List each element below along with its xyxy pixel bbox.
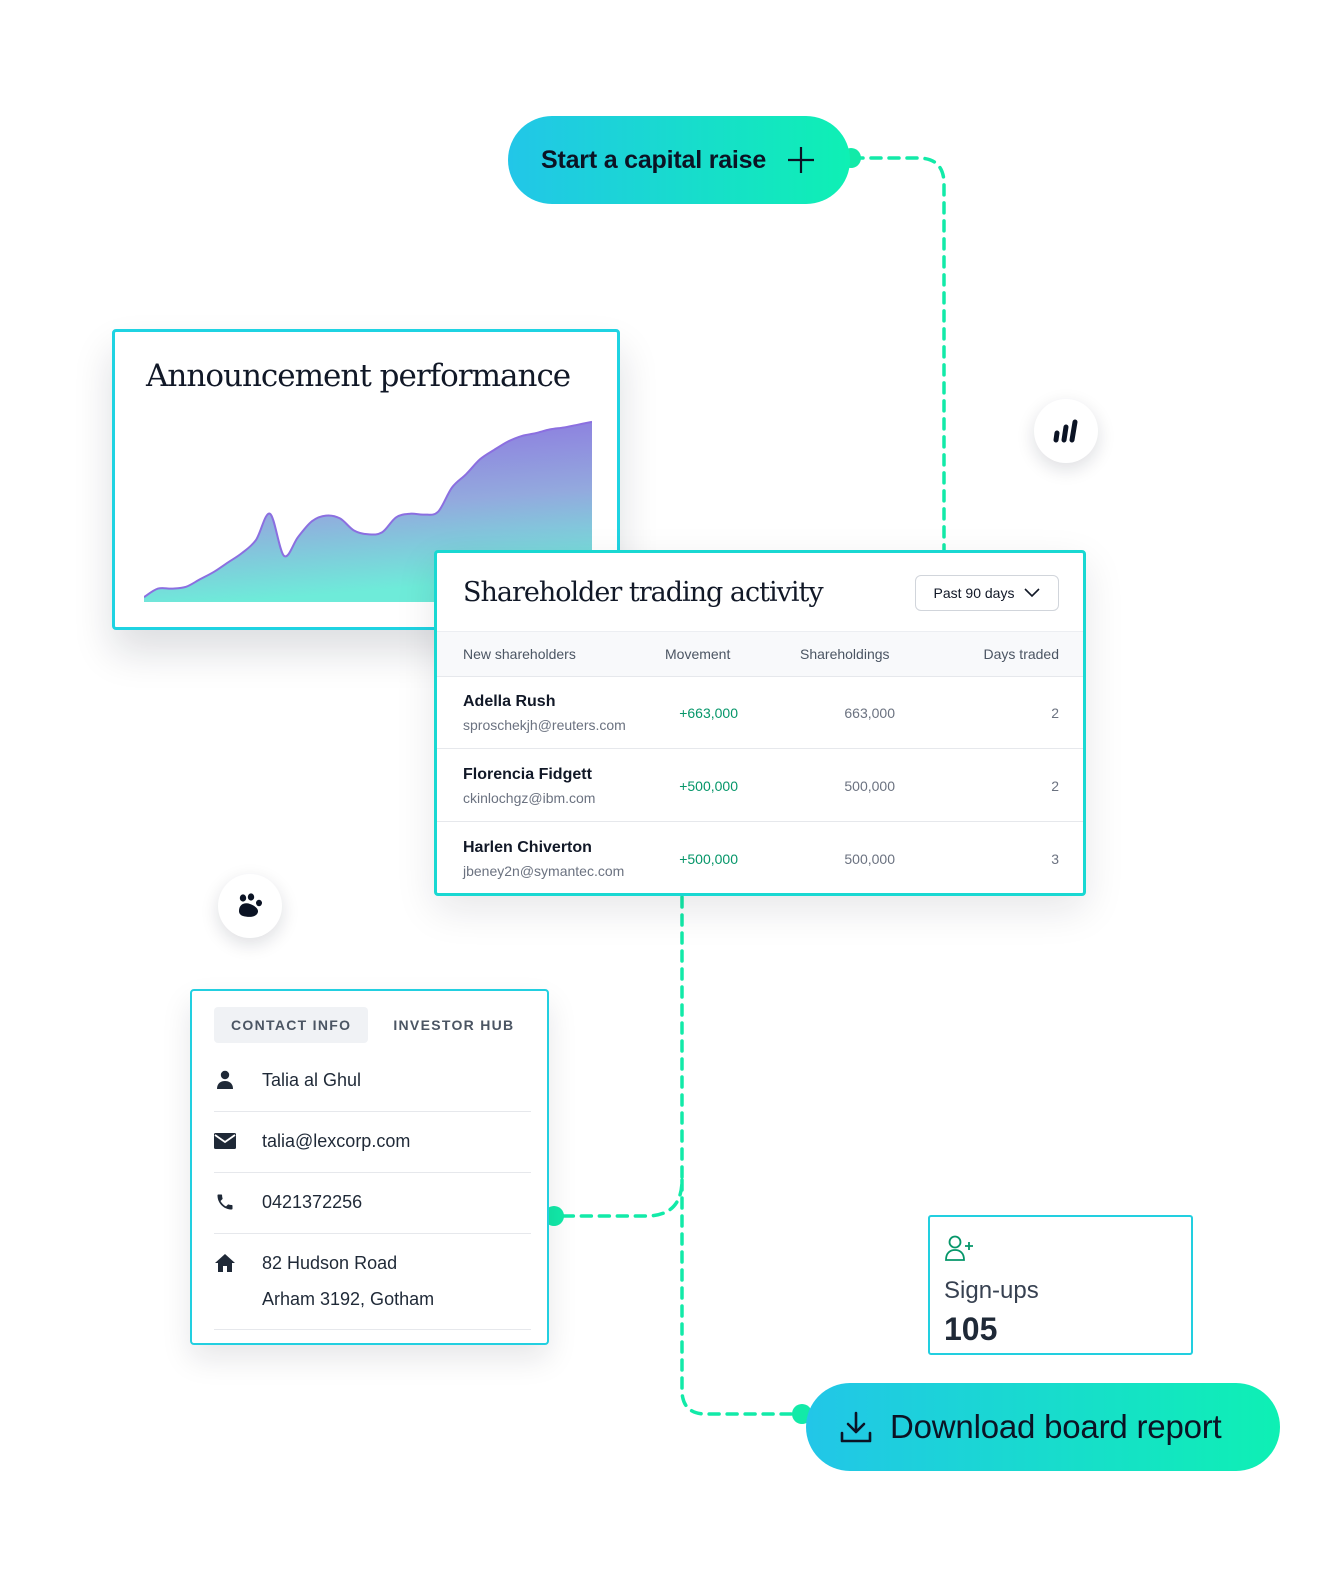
shareholder-name: Harlen Chiverton <box>463 839 592 856</box>
contact-info-card: CONTACT INFO INVESTOR HUB Talia al Ghul … <box>190 989 549 1345</box>
tab-investor-hub[interactable]: INVESTOR HUB <box>393 1017 515 1033</box>
start-capital-raise-button[interactable]: Start a capital raise <box>508 116 850 204</box>
signups-label: Sign-ups <box>944 1277 1039 1304</box>
period-dropdown[interactable]: Past 90 days <box>915 575 1059 611</box>
contact-address-row: 82 Hudson Road Arham 3192, Gotham <box>214 1234 531 1330</box>
contact-phone-row: 0421372256 <box>214 1173 531 1234</box>
contact-email-row: talia@lexcorp.com <box>214 1112 531 1173</box>
period-dropdown-label: Past 90 days <box>933 585 1015 601</box>
contact-email[interactable]: talia@lexcorp.com <box>262 1131 411 1151</box>
contact-name-row: Talia al Ghul <box>214 1051 531 1112</box>
column-shareholdings[interactable]: Shareholdings <box>800 646 890 662</box>
table-header: New shareholders Movement Shareholdings … <box>437 631 1083 677</box>
contact-phone[interactable]: 0421372256 <box>262 1192 363 1212</box>
signups-value: 105 <box>944 1311 998 1347</box>
shareholdings-value: 500,000 <box>844 851 895 867</box>
shareholder-email: sproschekjh@reuters.com <box>463 717 626 733</box>
download-board-report-label: Download board report <box>890 1408 1222 1445</box>
contact-tabs: CONTACT INFO INVESTOR HUB <box>214 1007 531 1043</box>
shareholder-name: Florencia Fidgett <box>463 766 592 783</box>
chart-line <box>144 420 592 598</box>
column-new-shareholders[interactable]: New shareholders <box>463 646 576 662</box>
shareholder-trading-card: Shareholder trading activity Past 90 day… <box>434 550 1086 896</box>
chevron-down-icon <box>1024 588 1041 598</box>
download-board-report-button[interactable]: Download board report <box>806 1383 1280 1471</box>
contact-name: Talia al Ghul <box>262 1070 362 1090</box>
mail-icon <box>214 1130 236 1152</box>
shareholdings-value: 500,000 <box>844 778 895 794</box>
signups-card: Sign-ups 105 <box>928 1215 1193 1355</box>
contact-address-line1: 82 Hudson Road <box>262 1253 398 1273</box>
days-traded-value: 3 <box>1051 851 1059 867</box>
movement-value: +500,000 <box>679 778 738 794</box>
contact-address-line2: Arham 3192, Gotham <box>262 1289 435 1309</box>
table-row[interactable]: Florencia Fidgett ckinlochgz@ibm.com +50… <box>437 750 1083 822</box>
user-plus-icon <box>944 1233 974 1268</box>
shareholder-email: jbeney2n@symantec.com <box>463 863 625 879</box>
days-traded-value: 2 <box>1051 778 1059 794</box>
days-traded-value: 2 <box>1051 705 1059 721</box>
column-movement[interactable]: Movement <box>665 646 731 662</box>
start-capital-raise-label: Start a capital raise <box>541 145 767 174</box>
column-days-traded[interactable]: Days traded <box>983 646 1059 662</box>
bar-chart-icon <box>1034 399 1098 463</box>
movement-value: +663,000 <box>679 705 738 721</box>
announcement-performance-title: Announcement performance <box>146 358 571 394</box>
movement-value: +500,000 <box>679 851 738 867</box>
table-row[interactable]: Adella Rush sproschekjh@reuters.com +663… <box>437 677 1083 749</box>
plus-icon <box>786 145 816 175</box>
shareholder-name: Adella Rush <box>463 693 556 710</box>
home-icon <box>214 1252 236 1274</box>
table-row[interactable]: Harlen Chiverton jbeney2n@symantec.com +… <box>437 823 1083 895</box>
phone-icon <box>214 1191 236 1213</box>
paw-icon <box>218 874 282 938</box>
tab-contact-info[interactable]: CONTACT INFO <box>214 1007 369 1043</box>
shareholder-email: ckinlochgz@ibm.com <box>463 790 596 806</box>
shareholdings-value: 663,000 <box>844 705 895 721</box>
download-icon <box>838 1409 874 1445</box>
person-icon <box>214 1069 236 1091</box>
shareholder-trading-title: Shareholder trading activity <box>463 577 824 608</box>
